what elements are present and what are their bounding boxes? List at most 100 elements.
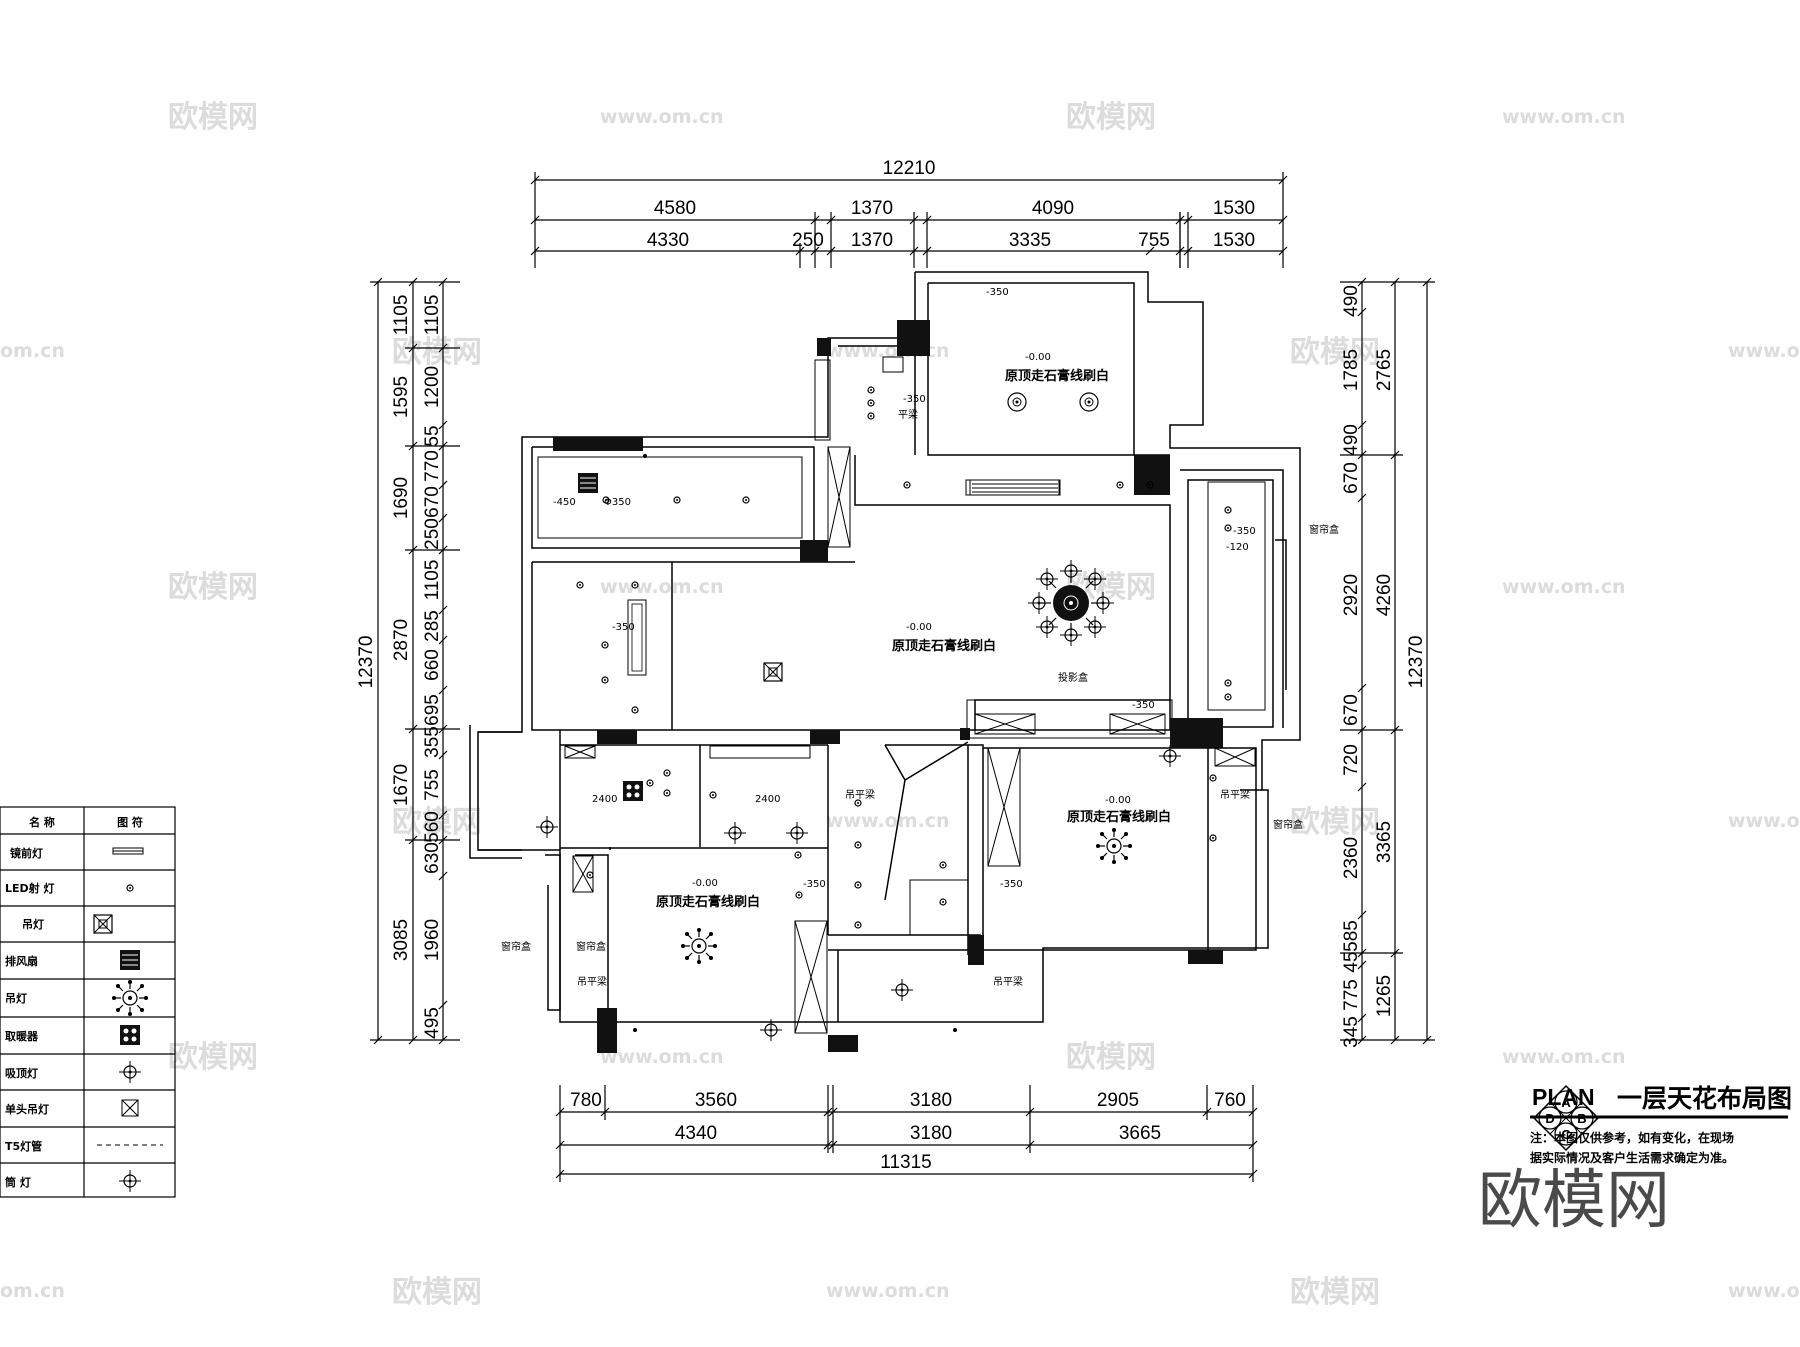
legend-row-name: 吊灯 — [22, 917, 44, 931]
dim-left: 2870 — [391, 619, 412, 661]
dim-right-inner: 670 — [1341, 694, 1362, 726]
legend-row-name: 单头吊灯 — [5, 1102, 49, 1116]
dim-top: 1370 — [851, 198, 893, 219]
ceiling-light-icon — [118, 1060, 142, 1084]
compass-letter: C — [1561, 1127, 1571, 1142]
mirror-light-icon — [112, 847, 144, 855]
level-label: -350 — [903, 394, 926, 405]
watermark-brand: 欧模网 — [1290, 335, 1380, 370]
watermark-url: www.om.cn — [1502, 1046, 1626, 1068]
watermark-brand: 欧模网 — [392, 335, 482, 370]
dim-bottom: 3180 — [910, 1090, 952, 1111]
dim-right-inner: 2920 — [1341, 574, 1362, 616]
watermark-brand: 欧模网 — [392, 805, 482, 840]
legend-row-name: 筒 灯 — [5, 1175, 31, 1189]
dim-left-inner: 670 — [422, 486, 443, 518]
curtain-box-label: 窗帘盒 — [1273, 818, 1303, 831]
dim-right-inner: 585 — [1341, 920, 1362, 952]
dim-left-inner: 1105 — [422, 295, 443, 336]
right-dimension-chain — [1340, 277, 1435, 1045]
watermark-url: www.om.cn — [1502, 576, 1626, 598]
dim-bottom: 2905 — [1097, 1090, 1139, 1111]
dim-left-inner: 695 — [422, 694, 443, 726]
note-line-2: 据实际情况及客户生活需求确定为准。 — [1530, 1150, 1734, 1165]
dim-bottom: 3560 — [695, 1090, 737, 1111]
hanging-beam-label: 吊平梁 — [577, 975, 607, 988]
dim-right-inner: 45 — [1341, 951, 1362, 972]
dim-left: 3085 — [391, 919, 412, 961]
watermark-url: om.cn — [0, 1280, 65, 1302]
level-label: -0.00 — [906, 622, 932, 633]
curtain-box-label: 窗帘盒 — [501, 940, 531, 953]
dim-right: 3365 — [1374, 821, 1395, 863]
dim-bottom: 760 — [1214, 1090, 1246, 1111]
led-spot-icon — [126, 884, 134, 892]
level-label: -450 — [553, 497, 576, 508]
watermark-url: www.om.cn — [826, 810, 950, 832]
cabinet-strip — [627, 599, 647, 676]
height-label: 2400 — [592, 794, 617, 805]
height-label: 2400 — [755, 794, 780, 805]
watermark-url: www.om.cn — [1728, 810, 1800, 832]
dim-left: 1690 — [391, 477, 412, 519]
level-label: -0.00 — [1025, 352, 1051, 363]
dim-right: 4260 — [1374, 574, 1395, 616]
dim-right-inner: 670 — [1341, 462, 1362, 494]
exhaust-fan-icon — [119, 949, 141, 971]
dim-bottom: 4340 — [675, 1123, 717, 1144]
dim-right: 2765 — [1374, 349, 1395, 391]
dim-top: 755 — [1138, 230, 1170, 251]
watermark-url: www.om.cn — [600, 1046, 724, 1068]
dim-left-inner: 770 — [422, 450, 443, 482]
watermark-brand: 欧模网 — [168, 1040, 258, 1075]
downlight-icon — [118, 1169, 142, 1193]
dim-left-inner: 495 — [422, 1007, 443, 1039]
floor-plan — [469, 271, 1301, 1023]
level-label: -120 — [1226, 542, 1249, 553]
watermark-big-brand: 欧模网 — [1478, 1164, 1670, 1238]
compass-letter: A — [1561, 1095, 1571, 1110]
watermark-url: om.cn — [0, 340, 65, 362]
dim-bottom: 3180 — [910, 1123, 952, 1144]
watermark-url: www.om.cn — [600, 576, 724, 598]
watermark-url: www.om.cn — [1728, 340, 1800, 362]
cabinet-strip-inner — [631, 603, 643, 672]
room-label-living: 原顶走石膏线刷白 — [892, 638, 996, 654]
dim-left-inner: 560 — [422, 811, 443, 843]
dim-left-inner: 755 — [422, 769, 443, 801]
dim-left-inner: 285 — [422, 610, 443, 642]
room-label-bottom-left-bedroom: 原顶走石膏线刷白 — [656, 894, 760, 910]
dim-top-total: 12210 — [883, 158, 936, 179]
dim-right-inner: 490 — [1341, 424, 1362, 456]
dim-left: 1670 — [391, 764, 412, 806]
wall-columns — [553, 320, 1223, 1053]
room-label-master: 原顶走石膏线刷白 — [1067, 809, 1171, 825]
dim-left-inner: 1105 — [422, 560, 443, 601]
left-dimension-chain — [370, 277, 460, 1045]
curtain-box-label: 窗帘盒 — [1309, 523, 1339, 536]
watermark-url: www.om.cn — [826, 340, 950, 362]
level-label: -350 — [1132, 700, 1155, 711]
level-label: -0.00 — [1105, 795, 1131, 806]
dim-right-inner: 345 — [1341, 1016, 1362, 1048]
dim-bottom: 780 — [570, 1090, 602, 1111]
curtain-box-label: 窗帘盒 — [576, 940, 606, 953]
legend-row-name: 吸顶灯 — [5, 1066, 38, 1080]
dim-top: 1530 — [1213, 198, 1255, 219]
level-label: -350 — [803, 879, 826, 890]
legend-row-name: 排风扇 — [5, 954, 38, 968]
dim-top: 1370 — [851, 230, 893, 251]
room-label-top-bedroom: 原顶走石膏线刷白 — [1005, 368, 1109, 384]
dim-top: 4330 — [647, 230, 689, 251]
hanging-beam-label: 吊平梁 — [845, 788, 875, 801]
dim-top: 250 — [792, 230, 824, 251]
level-annotations: -0.00 -350 -350 平梁 -450 Φ350 -350 -0.00 … — [501, 287, 1339, 988]
hanging-beam-label: 吊平梁 — [993, 975, 1023, 988]
watermark-url: www.om.cn — [826, 1280, 950, 1302]
legend-header-name: 名 称 — [29, 815, 55, 829]
watermark-url: www.om.cn — [600, 106, 724, 128]
watermark-brand: 欧模网 — [1066, 1040, 1156, 1075]
dim-top: 3335 — [1009, 230, 1051, 251]
dim-left-inner: 55 — [422, 425, 443, 446]
